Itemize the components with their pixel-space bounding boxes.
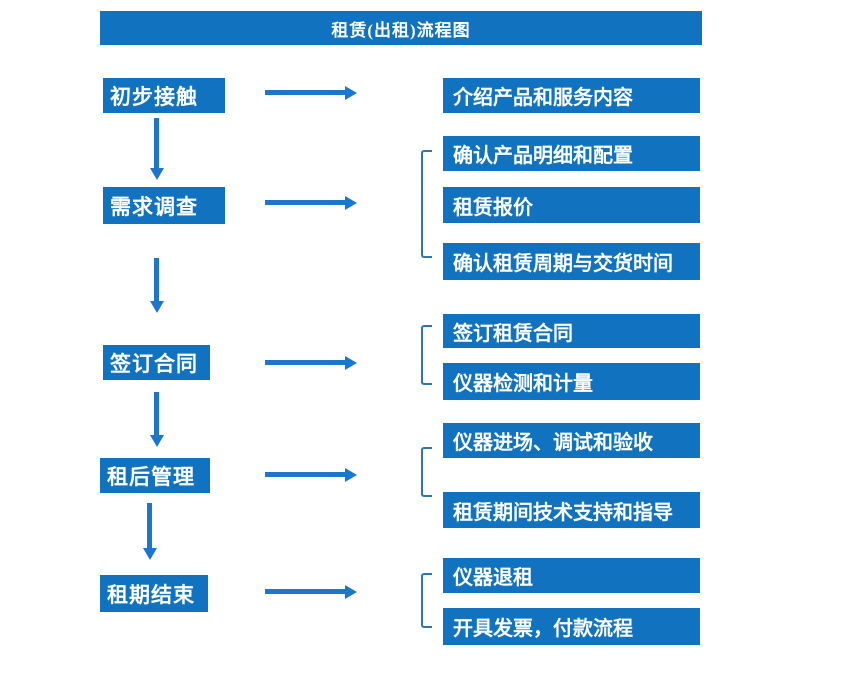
bracket-rental-end-group [421, 573, 432, 628]
right-arrow-3 [265, 355, 357, 370]
bracket-post-rental-group [421, 447, 432, 497]
stage-box-rental-end: 租期结束 [100, 575, 208, 612]
flowchart-title: 租赁(出租)流程图 [100, 11, 702, 45]
bracket-sign-contract-group [421, 325, 432, 385]
stage-box-sign-contract: 签订合同 [103, 345, 210, 380]
detail-box-confirm-rental-period-delivery: 确认租赁周期与交货时间 [443, 243, 700, 280]
detail-box-confirm-product-details-config: 确认产品明细和配置 [443, 136, 700, 171]
down-arrow-1 [149, 118, 164, 180]
stage-box-demand-survey: 需求调查 [103, 187, 225, 224]
stage-box-initial-contact: 初步接触 [103, 78, 225, 113]
down-arrow-4 [142, 503, 157, 560]
down-arrow-3 [149, 392, 164, 447]
detail-box-invoice-payment-process: 开具发票，付款流程 [443, 608, 700, 645]
detail-box-introduce-products-services: 介绍产品和服务内容 [443, 78, 700, 113]
detail-box-instrument-return: 仪器退租 [443, 558, 700, 593]
right-arrow-2 [265, 195, 357, 210]
detail-box-instrument-arrival-debug-acceptance: 仪器进场、调试和验收 [443, 423, 700, 458]
detail-box-rental-quotation: 租赁报价 [443, 187, 700, 223]
detail-box-technical-support-guidance: 租赁期间技术支持和指导 [443, 492, 700, 528]
down-arrow-2 [149, 258, 164, 313]
right-arrow-4 [265, 467, 357, 482]
right-arrow-1 [265, 85, 357, 100]
detail-box-sign-rental-contract: 签订租赁合同 [443, 314, 700, 348]
stage-box-post-rental-management: 租后管理 [100, 458, 210, 493]
right-arrow-5 [265, 584, 357, 599]
detail-box-instrument-testing-calibration: 仪器检测和计量 [443, 363, 700, 400]
bracket-demand-survey-group [421, 150, 432, 258]
